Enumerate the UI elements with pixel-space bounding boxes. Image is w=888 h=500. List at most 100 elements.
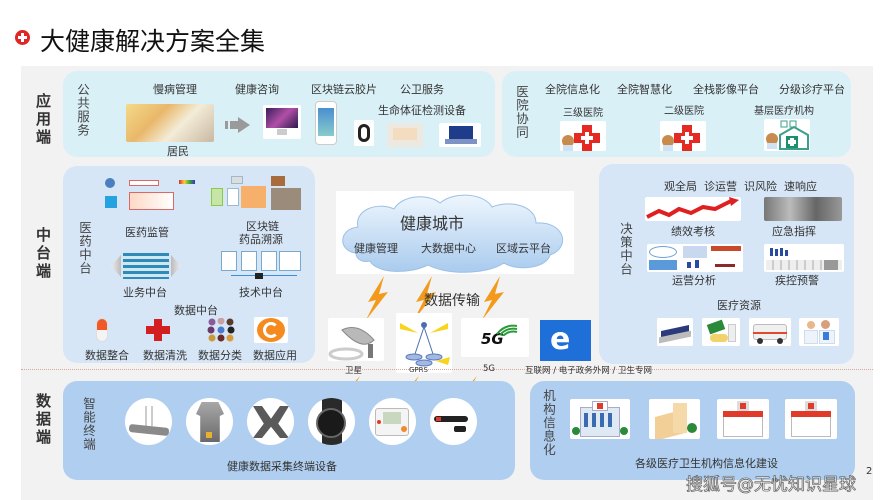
internet-explorer-icon: e: [540, 320, 591, 361]
device-posture-vest: [247, 398, 294, 445]
data-item-apply: 数据应用: [253, 349, 297, 362]
item-chronic-disease: 慢病管理: [153, 83, 197, 96]
watermark-text: 搜狐号@无忧知识星球: [686, 475, 857, 496]
operation-dashboard-image: [647, 244, 743, 272]
blockchain-label-line1: 区块链: [246, 220, 279, 233]
red-cross-circle-icon: [15, 30, 30, 45]
item-whole-hospital-info: 全院信息化: [545, 83, 600, 96]
health-city-cloud: 健康城市 健康管理 大数据中心 区域云平台: [336, 191, 574, 274]
smart-terminal-caption: 健康数据采集终端设备: [227, 460, 337, 473]
item-performance: 绩效考核: [671, 225, 715, 238]
item-tiered-diagnosis: 分级诊疗平台: [779, 83, 845, 96]
imac-icon: [263, 105, 301, 139]
pharma-platform-panel: 医药中台 医药监管 区块链 药品溯源 业务中台 技术中台 数据中台: [63, 166, 315, 363]
iphone-icon: [315, 101, 337, 145]
hospital-building-icon: [570, 399, 630, 439]
health-city-item-bigdata: 大数据中心: [421, 242, 476, 255]
smart-terminal-panel: 智能终端 健康数据采集终端设备: [63, 381, 515, 480]
gprs-tower-icon: [396, 313, 452, 373]
decision-tagline: 观全局 诊运营 识风险 速响应: [664, 180, 817, 193]
primary-clinic-house-icon: [764, 119, 810, 151]
satellite-dish-icon: [328, 318, 384, 361]
ultrasound-laptop-icon: [439, 123, 481, 147]
channel-gprs-label: GPRS: [409, 366, 428, 374]
device-blood-pressure-monitor: [369, 398, 416, 445]
data-item-classify: 数据分类: [198, 349, 242, 362]
item-business-platform: 业务中台: [123, 286, 167, 299]
separator-line: [21, 369, 873, 370]
blockchain-label-line2: 药品溯源: [239, 233, 283, 246]
public-service-label: 公共服务: [75, 83, 90, 137]
item-whole-hospital-smart: 全院智慧化: [617, 83, 672, 96]
smart-terminal-label: 智能终端: [81, 397, 96, 451]
doctors-image: [799, 318, 839, 346]
lightning-bolt-icon: [410, 276, 440, 324]
institution-info-caption: 各级医疗卫生机构信息化建设: [635, 457, 778, 470]
pharma-platform-label: 医药中台: [77, 221, 92, 275]
ecg-device-icon: [387, 123, 423, 147]
regulation-diagram-image: [105, 176, 195, 218]
institution-info-panel: 机构信息化 各级医疗卫生机构信息化建设: [530, 381, 855, 480]
cloud-icon: [342, 194, 563, 273]
capsule-icon: [93, 318, 111, 342]
5g-logo-icon: 5G: [461, 318, 529, 357]
tier-label-middle: 中台端: [34, 227, 52, 281]
tier-label-data: 数据端: [34, 393, 52, 447]
decision-platform-label: 决策中台: [618, 222, 633, 276]
health-city-item-mgmt: 健康管理: [354, 242, 398, 255]
transmission-label: 数据传输: [424, 293, 480, 309]
hospital-bed-image: [657, 318, 693, 346]
tier-label-application: 应用端: [34, 93, 52, 147]
health-city-item-regional-cloud: 区域云平台: [496, 242, 551, 255]
red-cross-icon: [146, 319, 170, 341]
item-pharma-regulation: 医药监管: [125, 226, 169, 239]
hospital-building-icon: [717, 399, 769, 439]
residents-label: 居民: [167, 145, 189, 158]
hospital-building-icon: [785, 399, 837, 439]
channel-satellite-label: 卫星: [345, 366, 363, 376]
performance-chart-image: [645, 197, 741, 221]
data-platform-label: 数据中台: [174, 304, 218, 317]
disease-control-dashboard-image: [764, 244, 844, 272]
item-blockchain-film: 区块链云胶片: [311, 83, 377, 96]
data-apply-logo-icon: [254, 317, 288, 343]
channel-5g-label: 5G: [483, 364, 495, 374]
page-number: 2: [866, 466, 873, 477]
emergency-command-image: [764, 197, 842, 221]
ambulance-image: [749, 318, 791, 346]
item-health-consult: 健康咨询: [235, 83, 279, 96]
lightning-bolt-icon: [478, 276, 508, 324]
data-item-integrate: 数据整合: [85, 349, 129, 362]
hospital-cross-icon: [560, 121, 606, 151]
arrow-right-icon: [225, 117, 250, 133]
blockchain-diagram-image: [211, 176, 303, 214]
item-emergency-command: 应急指挥: [772, 225, 816, 238]
device-smart-watch: [308, 398, 355, 445]
family-photo: [126, 104, 214, 142]
data-classify-icon: [207, 318, 235, 342]
lightning-bolt-icon: [362, 276, 392, 324]
hospital-tier2-label: 二级医院: [664, 106, 704, 117]
page-title: 大健康解决方案全集: [40, 27, 266, 56]
item-full-stack-imaging: 全栈影像平台: [693, 83, 759, 96]
public-service-panel: 公共服务 慢病管理 健康咨询 区块链云胶片 公卫服务 生命体征检测设备 居民: [63, 71, 495, 158]
decision-platform-panel: 决策中台 观全局 诊运营 识风险 速响应 绩效考核 应急指挥 运营分析 疾控预警…: [599, 164, 854, 364]
health-city-title: 健康城市: [400, 214, 465, 233]
5g-logo-text: 5G: [481, 330, 504, 348]
hospital-coop-panel: 医院协同 全院信息化 全院智慧化 全栈影像平台 分级诊疗平台 三级医院 二级医院…: [502, 71, 851, 157]
hospital-tier3-label: 三级医院: [563, 108, 603, 119]
vital-devices-label: 生命体征检测设备: [378, 104, 466, 117]
tech-platform-image: [221, 249, 301, 283]
institution-info-label: 机构信息化: [541, 389, 556, 457]
business-platform-image: [111, 251, 181, 281]
hospital-coop-label: 医院协同: [514, 85, 529, 139]
device-smart-glasses: [430, 398, 477, 445]
hospital-cross-icon: [660, 121, 706, 151]
hospital-primary-label: 基层医疗机构: [754, 106, 814, 117]
item-operation-analysis: 运营分析: [672, 274, 716, 287]
device-earphone-belt: [125, 398, 172, 445]
data-item-clean: 数据清洗: [143, 349, 187, 362]
hospital-building-icon: [649, 399, 700, 439]
item-disease-control: 疾控预警: [775, 274, 819, 287]
wristband-icon: [354, 120, 374, 146]
